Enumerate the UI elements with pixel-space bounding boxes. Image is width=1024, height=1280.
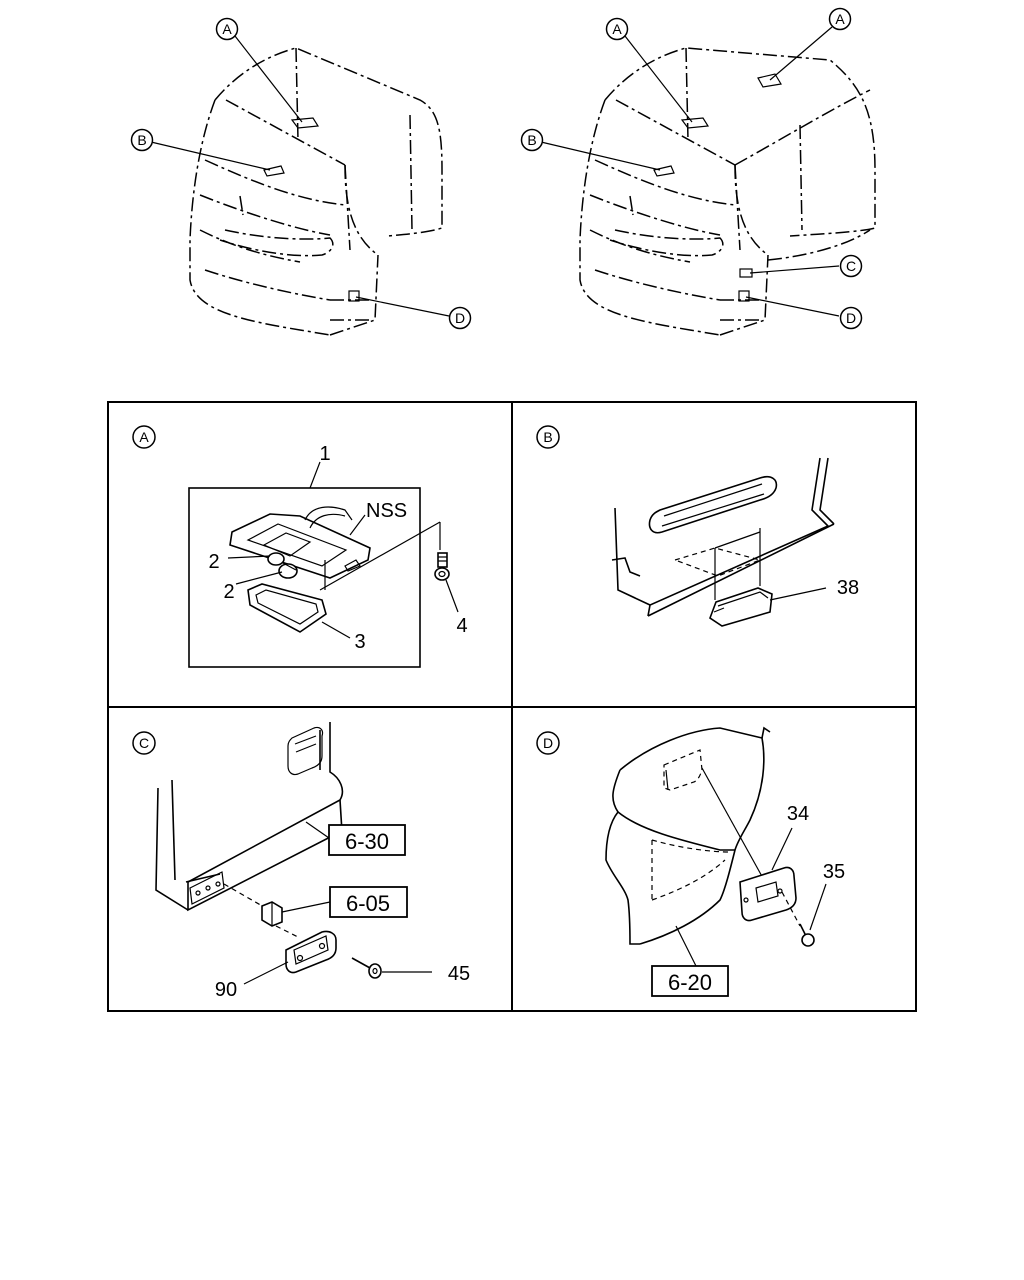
panel-c-letter: C: [132, 731, 156, 755]
panel-b-lamp: [709, 587, 773, 627]
panel-c: C 6-30 6-05: [132, 722, 470, 1001]
panel-b-letter: B: [536, 425, 560, 449]
panel-a-part-3: 3: [354, 631, 365, 653]
overview-left-callout-a: A: [215, 17, 239, 41]
panel-d-opening: [663, 749, 703, 791]
panel-b-part-38: 38: [837, 577, 859, 599]
svg-text:A: A: [139, 429, 149, 445]
svg-text:6-05: 6-05: [346, 891, 390, 916]
overview-right-marker-a2: [757, 73, 782, 88]
svg-text:A: A: [612, 21, 622, 37]
svg-text:C: C: [846, 258, 856, 274]
panel-a-part-4: 4: [456, 615, 467, 637]
panel-d-ref-6-20: 6-20: [651, 965, 729, 997]
svg-text:B: B: [543, 429, 552, 445]
svg-text:D: D: [543, 735, 553, 751]
panel-a-bulb-upper: [267, 552, 285, 566]
overview-right-callout-a1: A: [605, 17, 629, 41]
panel-d-letter: D: [536, 731, 560, 755]
panel-c-socket: [261, 901, 283, 927]
panel-d: D 34 35: [536, 726, 845, 997]
panel-a-screw: [434, 552, 450, 581]
overview-right-marker-d: [738, 290, 750, 302]
svg-text:A: A: [222, 21, 232, 37]
overview-marker-a: [290, 117, 320, 129]
panel-a-lens: [247, 583, 327, 633]
panel-b-light-strip: [648, 475, 778, 534]
overview-marker-d: [348, 290, 360, 302]
panel-d-lamp-plate: [739, 866, 797, 922]
overview-right-callout-a2: A: [828, 7, 852, 31]
panel-c-part-45: 45: [448, 963, 470, 985]
svg-text:B: B: [137, 132, 146, 148]
svg-text:6-30: 6-30: [345, 829, 389, 854]
panel-a-part-1: 1: [319, 443, 330, 465]
overview-right-marker-a1: [680, 117, 710, 129]
panel-c-ref-6-30: 6-30: [328, 824, 406, 856]
overview-right-marker-b: [653, 165, 675, 177]
overview-left-callout-d: D: [448, 306, 472, 330]
overview-right-callout-c: C: [839, 254, 863, 278]
overview-cab-right: A A B C D: [520, 7, 876, 336]
overview-left-callout-b: B: [130, 128, 154, 152]
svg-text:D: D: [455, 310, 465, 326]
panel-c-screw: [351, 957, 382, 979]
panel-c-lamp: [285, 930, 337, 974]
svg-text:6-20: 6-20: [668, 970, 712, 995]
panel-d-part-34: 34: [787, 803, 809, 825]
panel-a-lamp-housing: [229, 513, 371, 579]
panel-a-assembly-box: [188, 487, 421, 668]
panel-c-handle-recess: [287, 726, 324, 776]
panel-a-part-2b: 2: [223, 581, 234, 603]
detail-grid: [107, 401, 917, 1012]
panel-b: B 38: [536, 425, 859, 627]
svg-text:B: B: [527, 132, 536, 148]
svg-text:A: A: [835, 11, 845, 27]
panel-a-letter: A: [132, 425, 156, 449]
panel-d-screw: [799, 923, 815, 947]
panel-c-ref-6-05: 6-05: [329, 886, 408, 918]
overview-cab-left: A B D: [130, 17, 472, 336]
svg-text:D: D: [846, 310, 856, 326]
svg-text:C: C: [139, 735, 149, 751]
panel-a-part-2a: 2: [208, 551, 219, 573]
overview-right-callout-b: B: [520, 128, 544, 152]
overview-marker-b: [263, 165, 285, 177]
panel-a: A 1 NSS 2 2 3: [132, 425, 468, 668]
panel-d-part-35: 35: [823, 861, 845, 883]
panel-a-nss-label: NSS: [366, 500, 407, 522]
panel-c-part-90: 90: [215, 979, 237, 1001]
overview-right-callout-d: D: [839, 306, 863, 330]
